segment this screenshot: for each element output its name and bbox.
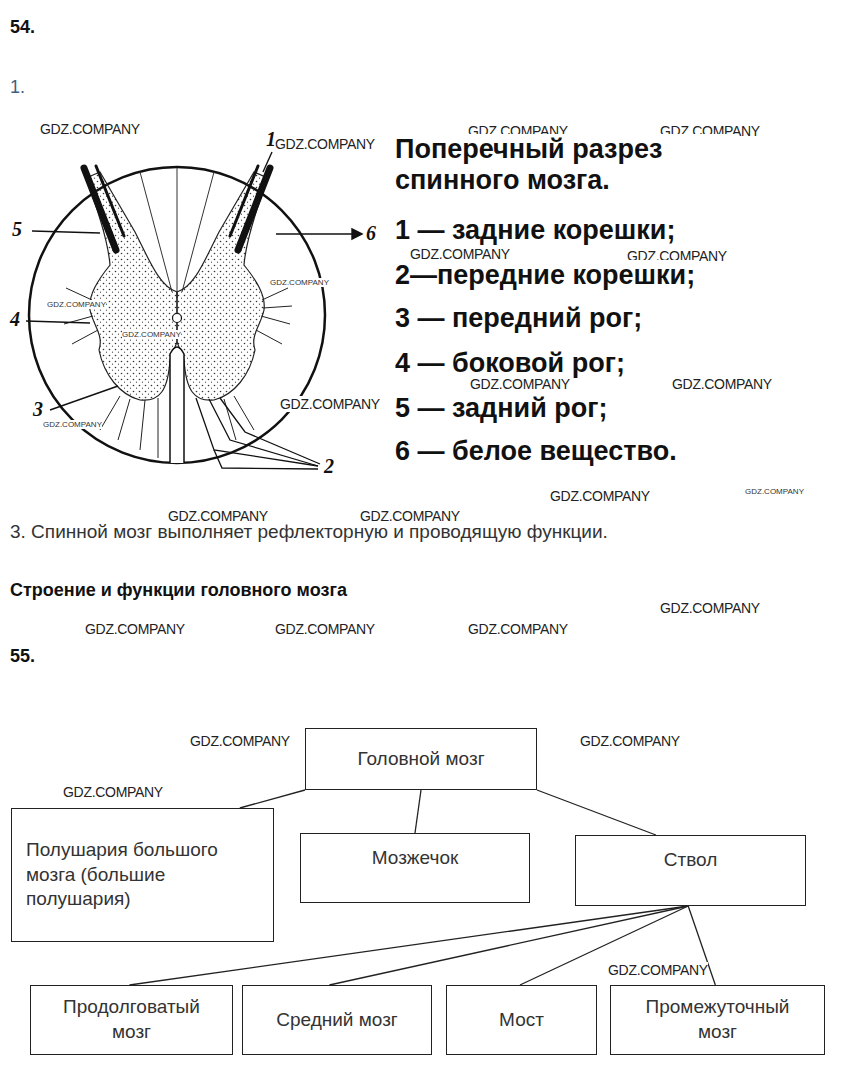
watermark: GDZ.COMPANY — [470, 376, 570, 392]
answer-text: 3. Спинной мозг выполняет рефлекторную и… — [10, 521, 608, 543]
watermark: GDZ.COMPANY — [608, 962, 708, 978]
watermark: GDZ.COMPANY — [190, 733, 290, 749]
legend-item: 4 — боковой рог; — [395, 348, 625, 379]
watermark: GDZ.COMPANY — [85, 621, 185, 637]
legend-item: 5 — задний рог; — [395, 393, 607, 424]
watermark: GDZ.COMPANY — [275, 136, 375, 152]
watermark: GDZ.COMPANY — [745, 487, 804, 496]
brain-part-box: Средний мозг — [242, 985, 432, 1055]
node-text: Мост — [459, 1008, 584, 1033]
brain-part-box: Мозжечок — [300, 833, 530, 903]
section-heading: Строение и функции головного мозга — [10, 580, 347, 601]
watermark: GDZ.COMPANY — [122, 330, 181, 339]
tree-connector — [240, 790, 305, 808]
watermark: GDZ.COMPANY — [550, 488, 650, 504]
callout-number: 5 — [12, 218, 22, 241]
legend-item: 6 — белое вещество. — [395, 436, 677, 467]
callout-number: 2 — [324, 455, 334, 478]
watermark: GDZ.COMPANY — [468, 621, 568, 637]
leader-lines — [26, 152, 362, 410]
node-text: Полушария большого мозга (большие полуша… — [26, 838, 259, 912]
watermark: GDZ.COMPANY — [43, 420, 102, 429]
rootlets — [62, 288, 292, 458]
watermark: GDZ.COMPANY — [580, 733, 680, 749]
node-text: Средний мозг — [255, 1008, 419, 1033]
watermark: GDZ.COMPANY — [63, 784, 163, 800]
node-text: Головной мозг — [318, 747, 524, 772]
legend-item: 1 — задние корешки; — [395, 215, 675, 246]
brain-part-box: Головной мозг — [305, 728, 537, 790]
brain-part-box: Продолговатый мозг — [30, 985, 233, 1055]
watermark: GDZ.COMPANY — [47, 300, 106, 309]
brain-part-box: Полушария большого мозга (большие полуша… — [11, 808, 274, 942]
tree-connector — [415, 790, 421, 833]
node-text: Ствол — [588, 848, 793, 873]
node-text: Продолговатый мозг — [51, 995, 212, 1044]
watermark: GDZ.COMPANY — [40, 121, 140, 137]
brain-part-box: Мост — [446, 985, 597, 1055]
node-text: Мозжечок — [313, 846, 517, 871]
node-text: Промежуточный мозг — [631, 995, 804, 1044]
ventral-fissure — [170, 347, 184, 463]
brain-part-box: Ствол — [575, 835, 806, 906]
watermark: GDZ.COMPANY — [280, 396, 380, 412]
legend-item: 2—передние корешки; — [395, 260, 695, 291]
dorsal-roots — [84, 166, 270, 250]
cord-outline — [29, 167, 325, 463]
figure-title: Поперечный разрез спинного мозга. — [395, 134, 735, 196]
item-number: 1. — [10, 77, 25, 98]
callout-number: 3 — [33, 398, 43, 421]
watermark: GDZ.COMPANY — [270, 278, 329, 287]
callout-number: 6 — [366, 222, 376, 245]
watermark: GDZ.COMPANY — [275, 621, 375, 637]
callout-number: 4 — [10, 308, 20, 331]
legend-item: 3 — передний рог; — [395, 303, 642, 334]
watermark: GDZ.COMPANY — [660, 600, 760, 616]
task-number: 55. — [10, 646, 35, 667]
watermark: GDZ.COMPANY — [672, 376, 772, 392]
brain-part-box: Промежуточный мозг — [610, 985, 825, 1055]
task-number: 54. — [10, 17, 35, 38]
tree-connector — [537, 790, 656, 835]
